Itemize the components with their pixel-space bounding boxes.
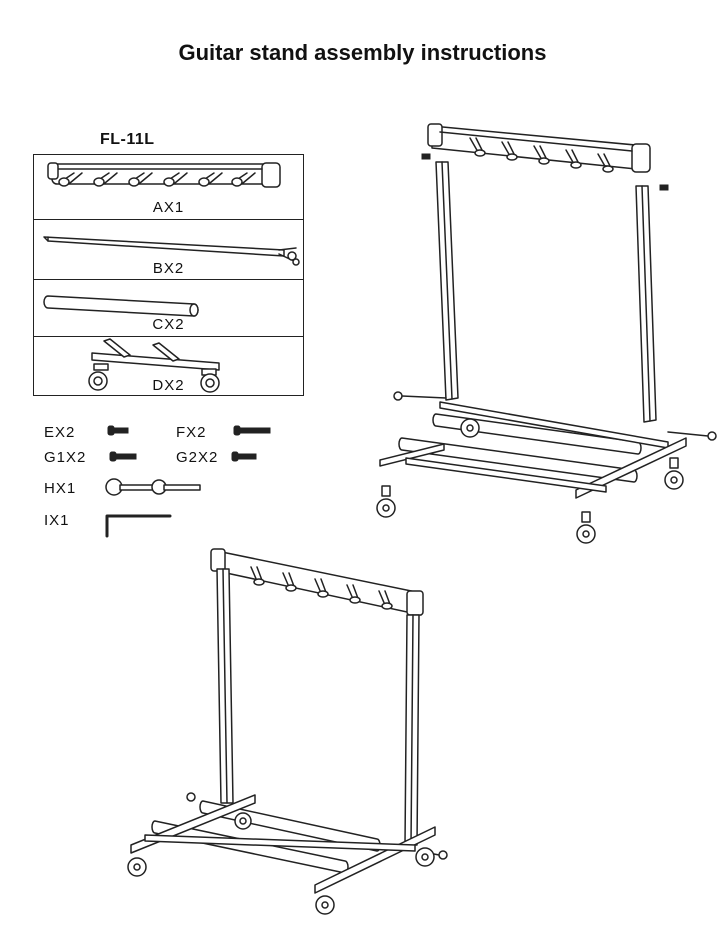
part-label-a: AX1 xyxy=(152,199,185,216)
part-row-c: CX2 xyxy=(34,280,303,337)
parts-list-box: AX1 BX2 CX2 DX2 xyxy=(33,154,304,396)
right-upright xyxy=(635,185,657,423)
exploded-assembly-diagram xyxy=(376,123,717,544)
part-row-a: AX1 xyxy=(34,155,303,220)
guitar-yoke-bar-icon xyxy=(47,162,281,188)
long-bolt-icon xyxy=(233,425,271,436)
part-row-b: BX2 xyxy=(34,220,303,280)
short-bolt-icon xyxy=(107,425,129,436)
hardware-label-g2: G2X2 xyxy=(176,449,219,466)
hardware-label-f: FX2 xyxy=(176,424,207,441)
hardware-label-e: EX2 xyxy=(44,424,76,441)
cross-tubes xyxy=(398,413,642,483)
hardware-label-g1: G1X2 xyxy=(44,449,87,466)
upright-tube-icon xyxy=(43,236,300,266)
guitar-yoke-bar xyxy=(427,123,651,173)
part-row-d: DX2 xyxy=(34,337,303,397)
part-label-c: CX2 xyxy=(152,316,185,333)
hardware-label-h: HX1 xyxy=(44,480,77,497)
page-title: Guitar stand assembly instructions xyxy=(178,40,547,65)
caster-bases xyxy=(376,401,687,544)
wrench-icon xyxy=(105,478,201,496)
threaded-bolt-icon xyxy=(231,451,257,462)
model-number: FL-11L xyxy=(100,131,155,148)
medium-bolt-icon xyxy=(109,451,137,462)
caster-base-icon xyxy=(88,338,220,393)
part-label-b: BX2 xyxy=(152,260,185,277)
part-label-d: DX2 xyxy=(152,377,185,394)
cross-tube-icon xyxy=(43,295,199,317)
left-upright xyxy=(435,161,459,401)
assembled-stand-diagram xyxy=(127,548,448,915)
hardware-label-i: IX1 xyxy=(44,512,70,529)
allen-key-icon xyxy=(105,514,172,538)
